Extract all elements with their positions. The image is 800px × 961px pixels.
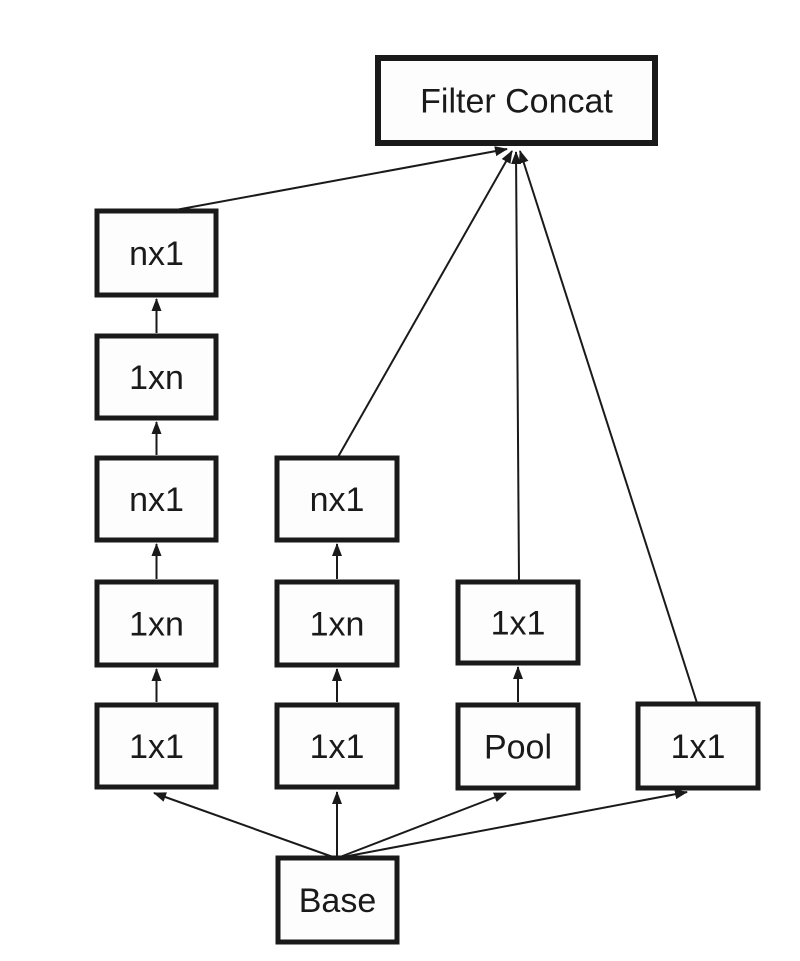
node-b1-1x1-label: 1x1 (129, 728, 184, 766)
node-b3-1x1: 1x1 (455, 579, 581, 666)
node-b3-pool-label: Pool (484, 729, 552, 767)
edge-b1-nx1-top-to-filter-concat (169, 146, 508, 212)
node-b2-1x1-box (274, 702, 400, 790)
edge-base-to-b1-1x1 (153, 792, 334, 858)
node-b2-nx1-label: nx1 (310, 481, 365, 519)
edge-base-to-b3-pool (339, 792, 507, 858)
node-b1-nx1-top-label: nx1 (129, 235, 184, 273)
node-b1-1xn-upper: 1xn (94, 333, 219, 421)
node-b1-1xn-upper-label: 1xn (129, 359, 184, 397)
node-b1-nx1-mid-label: nx1 (129, 481, 184, 519)
node-b4-1x1-box (635, 701, 761, 791)
node-b2-1xn-box (274, 579, 400, 668)
node-b2-1xn-label: 1xn (310, 606, 365, 644)
node-b1-nx1-top-box (94, 208, 219, 298)
node-b2-1xn: 1xn (274, 579, 400, 668)
node-b1-1xn-lower-box (94, 579, 219, 668)
node-base-box (275, 855, 400, 945)
node-b1-nx1-mid-box (94, 455, 219, 543)
node-b3-pool: Pool (455, 702, 581, 791)
node-b1-nx1-top: nx1 (94, 208, 219, 298)
edge-base-to-b4-1x1 (342, 789, 688, 858)
node-b1-1xn-lower-label: 1xn (129, 606, 184, 644)
node-b2-1x1: 1x1 (274, 702, 400, 790)
node-b2-nx1-box (274, 455, 400, 543)
node-b1-1x1-box (94, 702, 219, 790)
node-b1-nx1-mid: nx1 (94, 455, 219, 543)
edge-b3-1x1-to-filter-concat (511, 151, 522, 582)
node-b4-1x1-label: 1x1 (671, 728, 726, 766)
node-b1-1xn-upper-box (94, 333, 219, 421)
node-filter-concat-label: Filter Concat (420, 83, 613, 121)
node-filter-concat: Filter Concat (375, 55, 658, 146)
node-b2-nx1: nx1 (274, 455, 400, 543)
node-b2-1x1-label: 1x1 (310, 728, 365, 766)
node-b3-1x1-label: 1x1 (491, 605, 546, 643)
edge-b2-nx1-to-filter-concat (337, 150, 513, 458)
node-b1-1xn-lower: 1xn (94, 579, 219, 668)
node-b1-1x1: 1x1 (94, 702, 219, 790)
node-filter-concat-box (375, 55, 658, 146)
node-base: Base (275, 855, 400, 945)
edge-b4-1x1-to-filter-concat (518, 150, 698, 704)
node-b3-1x1-box (455, 579, 581, 666)
node-b4-1x1: 1x1 (635, 701, 761, 791)
node-base-label: Base (299, 882, 377, 920)
node-b3-pool-box (455, 702, 581, 791)
